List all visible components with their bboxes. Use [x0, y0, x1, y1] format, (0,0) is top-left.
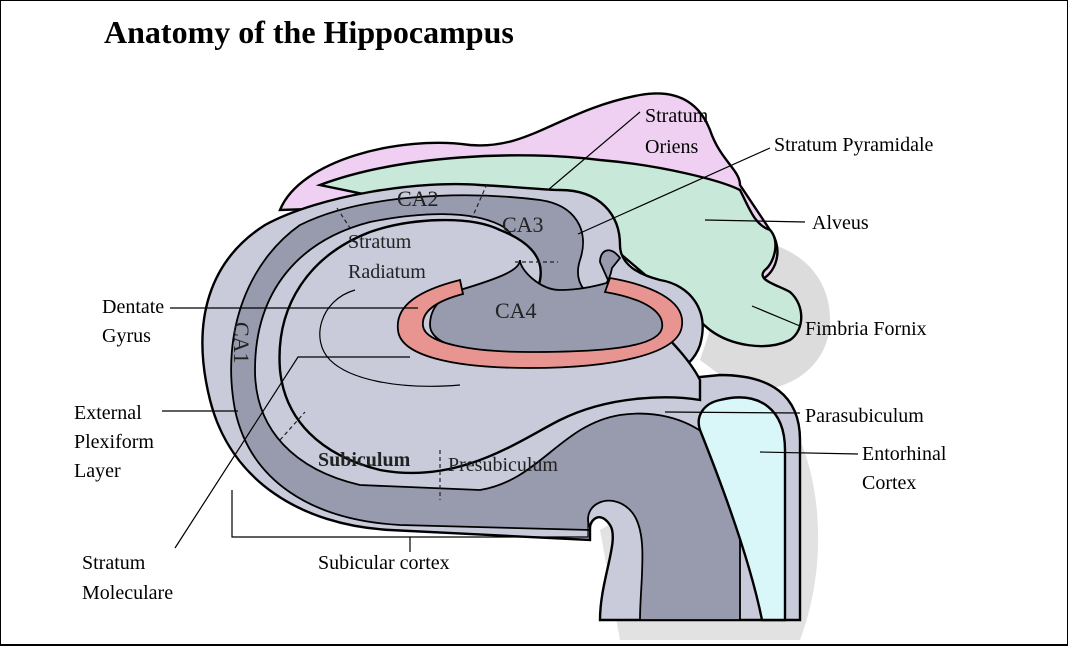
oriens-leader	[547, 111, 641, 191]
ca2-ca3-boundary	[471, 183, 488, 219]
ca1-ca2-boundary	[336, 207, 351, 229]
alveus-leader	[704, 219, 806, 223]
ca2-label: CA2	[397, 186, 439, 211]
subiculum-label: Subiculum	[318, 449, 411, 471]
pyramidal-layer-region	[230, 194, 741, 621]
stratum-oriens-label-2: Oriens	[645, 136, 699, 158]
radiatum-curve	[319, 289, 461, 387]
stratum-moleculare-label-1: Stratum	[82, 552, 146, 574]
page-title: Anatomy of the Hippocampus	[104, 14, 514, 50]
parasubiculum-label: Parasubiculum	[805, 405, 924, 427]
entorhinal-cortex-label-2: Cortex	[862, 472, 916, 494]
alveus-label: Alveus	[812, 212, 869, 234]
subicular-cortex-label: Subicular cortex	[318, 552, 450, 574]
fimbria-fornix-label: Fimbria Fornix	[805, 318, 927, 340]
ca3-label: CA3	[502, 212, 544, 237]
entorhinal-leader	[759, 451, 859, 455]
stratum-pyramidale-label: Stratum Pyramidale	[774, 134, 934, 156]
molecular-leader	[174, 356, 410, 549]
entorhinal-cortex-label-1: Entorhinal	[862, 443, 947, 465]
dentate-gyrus-region	[397, 276, 683, 369]
dentate-gyrus-label-1: Dentate	[102, 296, 164, 318]
entorhinal-cortex-region	[697, 396, 787, 622]
external-plexiform-label-1: External	[74, 402, 142, 424]
parasubiculum-leader	[664, 411, 801, 414]
stratum-oriens-label-1: Stratum	[645, 105, 709, 127]
external-plexiform-label-2: Plexiform	[74, 431, 154, 453]
stratum-moleculare-label-2: Moleculare	[82, 582, 173, 604]
ca1-subiculum-boundary	[279, 411, 306, 441]
stratum-radiatum-label-1: Stratum	[348, 231, 412, 253]
ca1-label: CA1	[229, 322, 254, 364]
external-plexiform-label-3: Layer	[74, 460, 121, 482]
pyramidale-leader	[577, 147, 771, 235]
presubiculum-label: Presubiculum	[448, 454, 558, 476]
fimbria-leader	[751, 305, 801, 327]
dentate-gyrus-label-2: Gyrus	[102, 325, 151, 347]
ca4-label: CA4	[495, 298, 537, 323]
stratum-radiatum-label-2: Radiatum	[348, 261, 426, 283]
